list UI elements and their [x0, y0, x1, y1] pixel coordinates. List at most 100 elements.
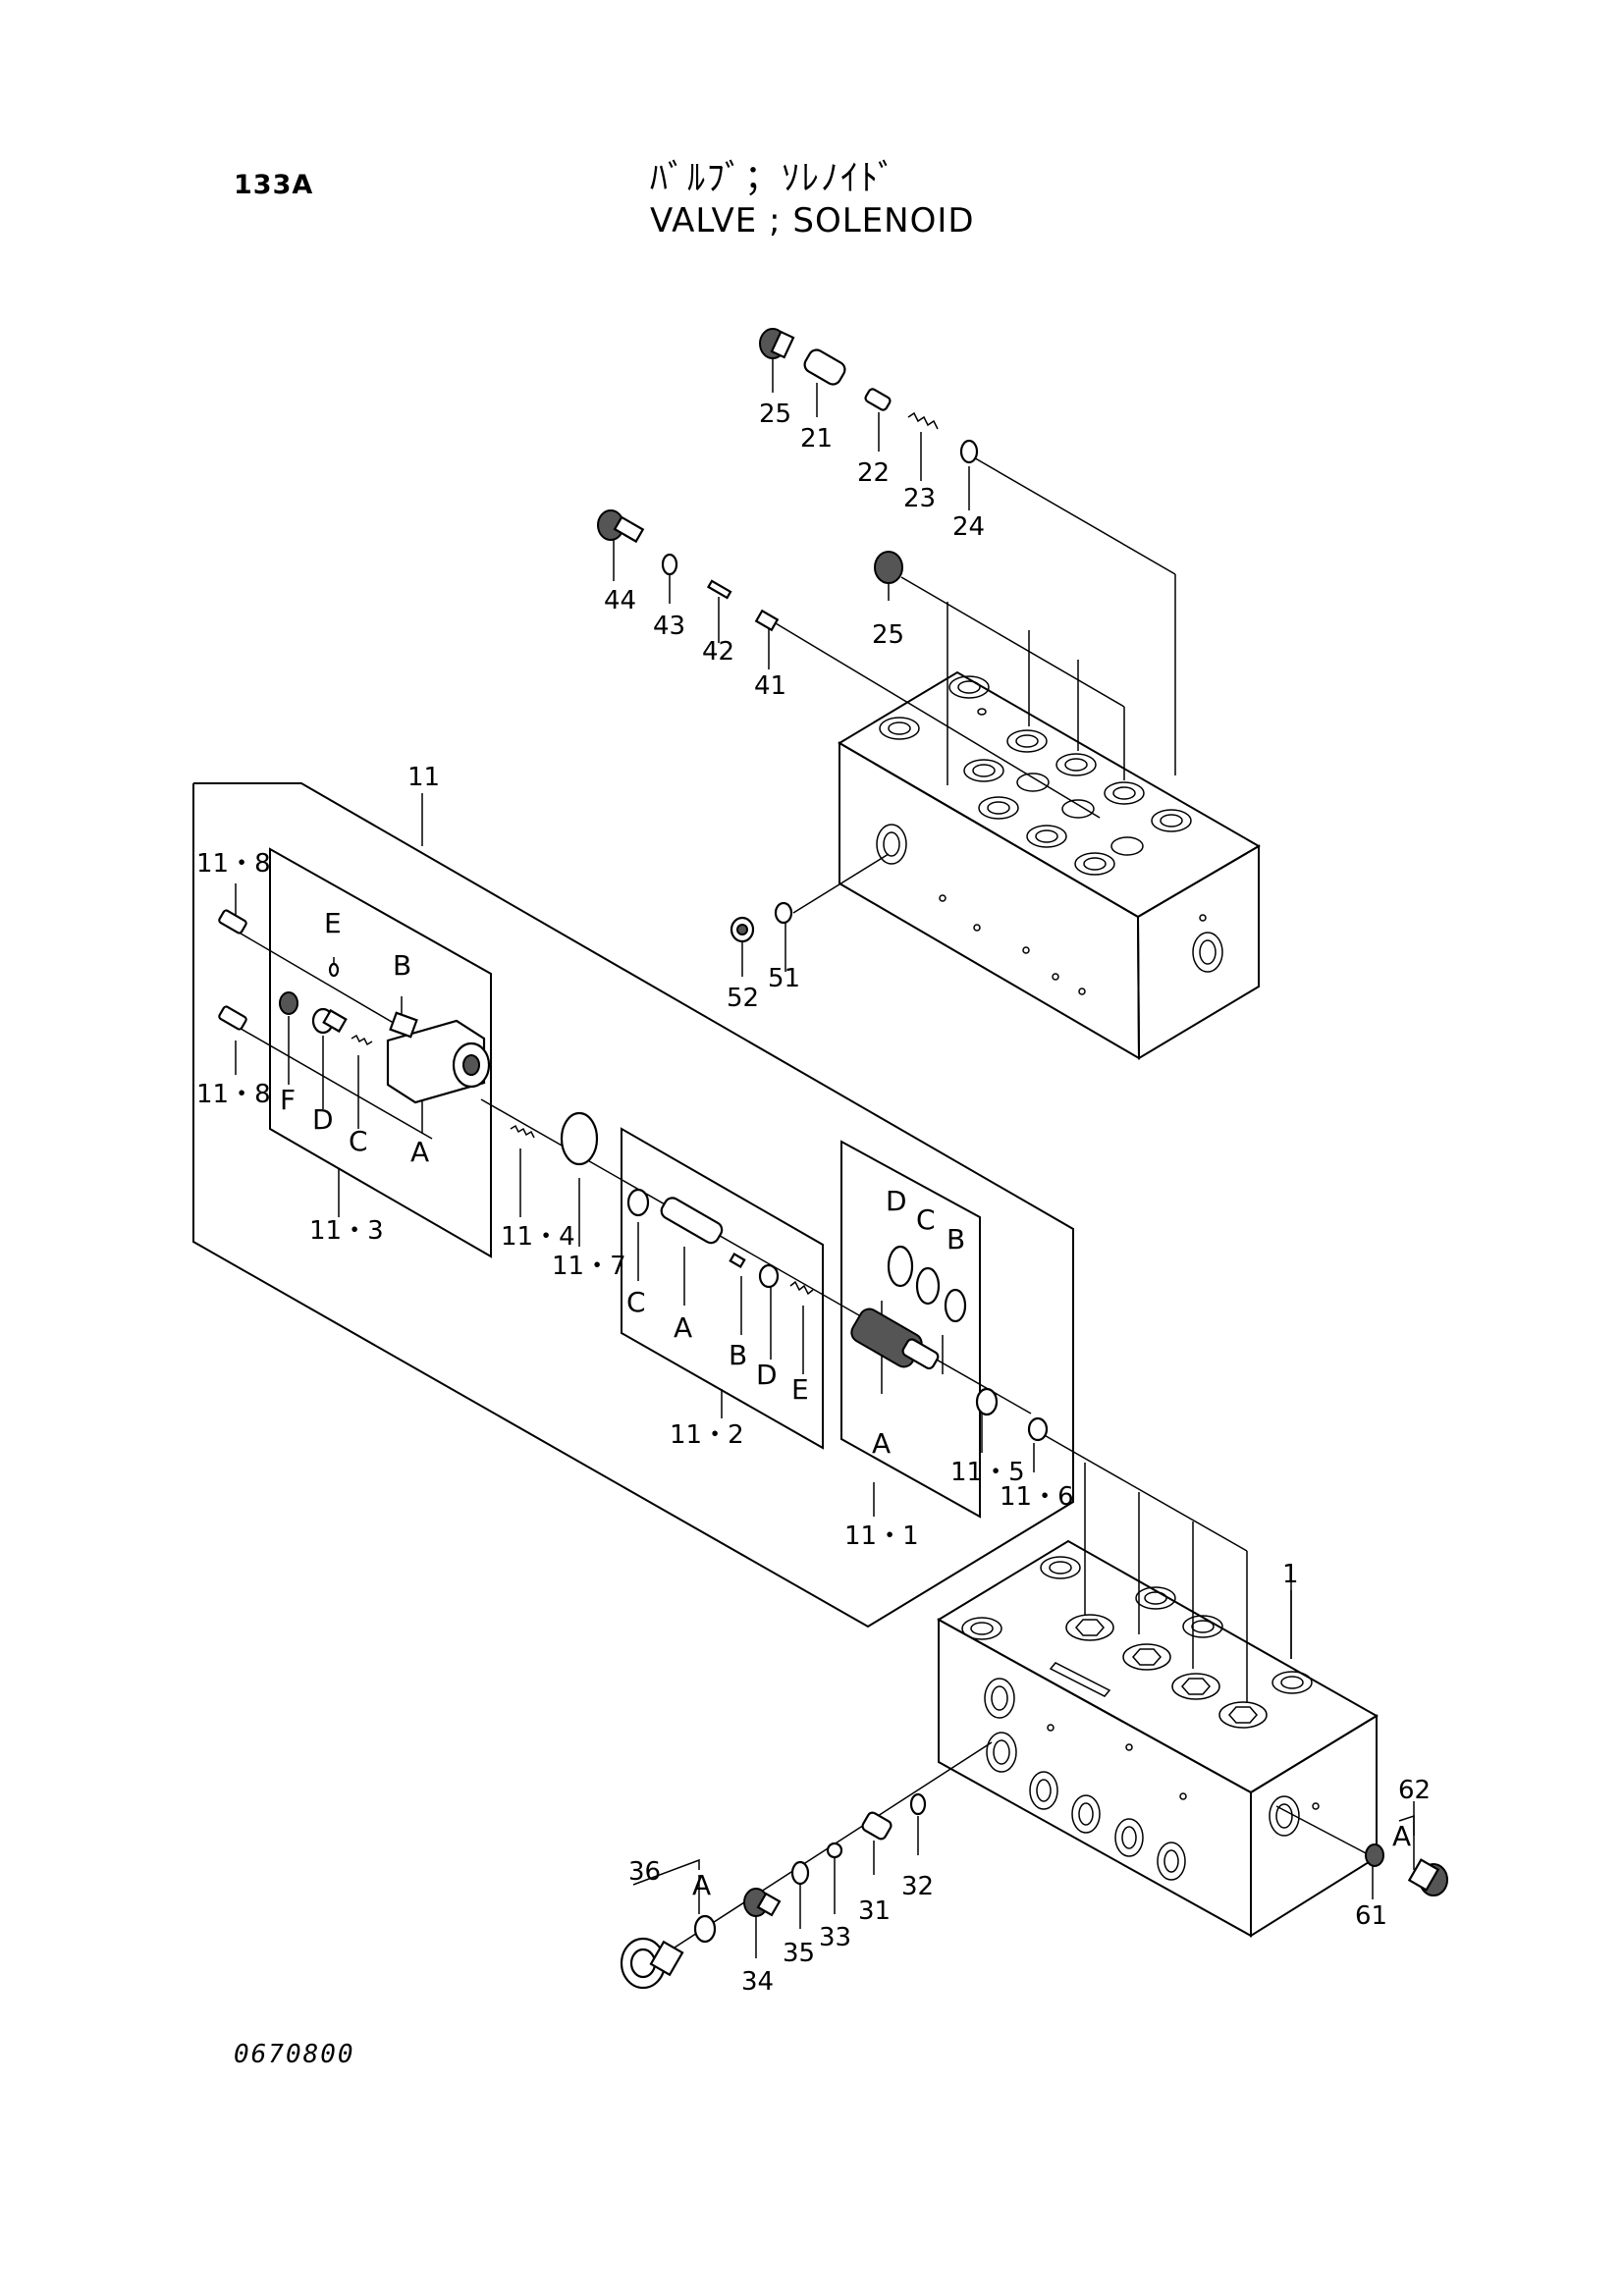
callout-52: 52: [727, 984, 759, 1013]
s3-label-B: B: [393, 949, 411, 982]
part-11-1-B-oring: [944, 1288, 967, 1323]
callout-21: 21: [800, 424, 833, 454]
part-24-ring: [959, 439, 979, 464]
part-11-6-ring: [1027, 1416, 1049, 1442]
part-61-plug: [1365, 1843, 1384, 1867]
part-11-1-C-oring: [915, 1266, 941, 1306]
part-11-3-C: [351, 1034, 373, 1046]
part-44-plug: [597, 509, 645, 544]
callout-23: 23: [903, 484, 936, 513]
s2-label-E: E: [791, 1373, 809, 1406]
s3-label-E: E: [324, 907, 342, 939]
part-34-plug: [743, 1888, 782, 1917]
part-23-spring: [907, 411, 939, 430]
callout-32: 32: [901, 1872, 934, 1901]
callout-11-8a: 11・8: [196, 849, 271, 879]
upper-valve-body: [838, 670, 1261, 1060]
callout-44: 44: [604, 586, 636, 615]
callout-11-3: 11・3: [309, 1216, 384, 1246]
callout-11-6: 11・6: [1000, 1482, 1074, 1512]
part-11-1-A-cartridge: [850, 1308, 940, 1370]
s1-label-A: A: [872, 1427, 891, 1460]
callout-11-5: 11・5: [950, 1458, 1025, 1487]
callout-22: 22: [857, 458, 890, 488]
part-43-ring: [661, 553, 678, 576]
part-11-3-E: [328, 962, 340, 978]
callout-51: 51: [768, 964, 800, 993]
s1-label-D: D: [886, 1185, 907, 1217]
part-41-check: [754, 609, 780, 632]
part-31-plug: [861, 1811, 893, 1841]
assembly-11-outline: [192, 782, 1074, 1629]
callout-25a: 25: [759, 400, 791, 429]
s2-label-A: A: [674, 1311, 692, 1344]
callout-33: 33: [819, 1923, 851, 1952]
s2-label-D: D: [756, 1359, 778, 1391]
callout-62: 62: [1398, 1776, 1431, 1805]
part-11-8-bolt-top: [218, 909, 247, 934]
s2-label-C: C: [626, 1286, 646, 1318]
callout-43: 43: [653, 612, 685, 641]
leader-lines: [235, 348, 1415, 1959]
callout-25b: 25: [872, 620, 904, 650]
part-11-4-spring: [510, 1124, 535, 1139]
callout-11-8b: 11・8: [196, 1080, 271, 1109]
callout-41: 41: [754, 671, 786, 701]
part-11-3-A-solenoid: [386, 1011, 491, 1104]
subassembly-11-2-frame: [621, 1127, 824, 1450]
part-36-plug: [620, 1937, 684, 1990]
part-11-3-D: [311, 1007, 348, 1035]
part-35-ring: [790, 1860, 810, 1886]
s1-label-C: C: [916, 1203, 936, 1236]
part-11-8-bolt-bottom: [218, 1005, 247, 1031]
callout-35: 35: [783, 1939, 815, 1968]
parts: [218, 328, 1448, 1990]
part-11-2-E: [789, 1280, 814, 1296]
part-21-sleeve: [803, 348, 846, 386]
part-25-plug-2: [874, 551, 903, 584]
callout-11-7: 11・7: [552, 1252, 626, 1281]
part-51-ring: [774, 901, 793, 925]
s3-label-C: C: [349, 1125, 368, 1157]
part-11-5-ring: [975, 1387, 999, 1416]
s3-label-D: D: [312, 1103, 334, 1136]
part-11-2-A: [660, 1197, 724, 1245]
callout-11-2: 11・2: [670, 1420, 744, 1450]
s1-label-B: B: [947, 1223, 965, 1255]
g62-label-A: A: [1392, 1820, 1411, 1852]
callout-11-4: 11・4: [501, 1222, 575, 1252]
part-52-plug: [730, 916, 755, 943]
part-42-pin: [706, 579, 732, 600]
callout-11-1: 11・1: [844, 1522, 919, 1551]
part-11-2-D: [758, 1263, 780, 1289]
part-25-plug: [759, 328, 795, 359]
part-11-7-oring: [560, 1111, 599, 1166]
s2-label-B: B: [729, 1339, 747, 1371]
callout-61: 61: [1355, 1901, 1387, 1931]
subassembly-11-3-frame: [269, 847, 492, 1258]
callout-24: 24: [952, 512, 985, 542]
title-english: VALVE ; SOLENOID: [650, 201, 975, 240]
lower-valve-body: [937, 1539, 1379, 1938]
part-22-poppet: [864, 388, 892, 411]
callout-1: 1: [1282, 1560, 1299, 1589]
callout-31: 31: [858, 1896, 891, 1926]
title-japanese: ﾊﾞﾙﾌﾞ；ｿﾚﾉｲﾄﾞ: [650, 158, 898, 198]
callout-11: 11: [407, 763, 440, 792]
part-33-ball: [826, 1842, 843, 1859]
s3-label-A: A: [410, 1136, 429, 1168]
part-11-3-F: [279, 991, 298, 1015]
callout-labels: 25 21 22 23 24 44 43 42 41 25 11 52 51 1…: [196, 400, 1431, 1997]
part-62-plug: [1407, 1858, 1448, 1896]
drawing-code: 0670800: [234, 2040, 355, 2069]
part-11-2-B: [729, 1253, 746, 1268]
callout-42: 42: [702, 637, 734, 667]
callout-34: 34: [741, 1967, 774, 1997]
part-36-A-ring: [693, 1914, 717, 1944]
subassembly-11-1-frame: [840, 1140, 981, 1519]
s3-label-F: F: [280, 1084, 296, 1116]
page-number: 133A: [234, 170, 314, 200]
part-11-2-C: [626, 1188, 650, 1217]
callout-36: 36: [628, 1857, 661, 1887]
